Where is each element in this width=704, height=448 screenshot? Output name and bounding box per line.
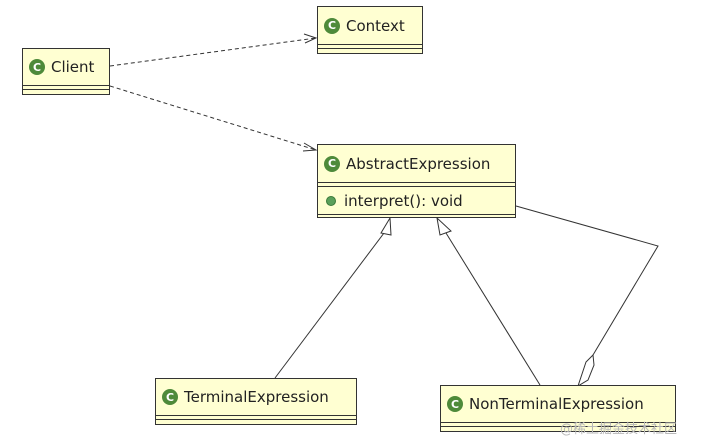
- class-client-header: C Client: [23, 49, 109, 86]
- class-client-name: Client: [51, 58, 95, 76]
- method-interpret[interactable]: interpret(): void: [318, 187, 515, 215]
- dependency-arrowhead-abstract: [302, 142, 318, 152]
- class-context-attributes: [318, 45, 422, 49]
- aggregation-line: [515, 205, 659, 356]
- class-terminal-expression-attributes: [156, 416, 356, 420]
- class-terminal-expression-name: TerminalExpression: [184, 388, 329, 406]
- class-icon: C: [162, 389, 178, 405]
- class-abstract-expression-attributes: [318, 183, 515, 187]
- class-icon: C: [29, 59, 45, 75]
- class-abstract-expression-header: C AbstractExpression: [318, 145, 515, 183]
- class-context-header: C Context: [318, 7, 422, 45]
- class-terminal-expression-header: C TerminalExpression: [156, 379, 356, 416]
- dependency-client-context: [109, 37, 317, 67]
- generalization-terminal: [274, 232, 385, 379]
- aggregation-diamond: [577, 353, 595, 388]
- class-nonterminal-expression[interactable]: C NonTerminalExpression: [440, 385, 676, 432]
- class-nonterminal-expression-name: NonTerminalExpression: [469, 395, 644, 413]
- class-context[interactable]: C Context: [317, 6, 423, 54]
- public-method-icon: [326, 195, 336, 206]
- dependency-arrowhead-context: [303, 33, 318, 44]
- dependency-client-abstract: [109, 85, 317, 151]
- class-context-name: Context: [346, 16, 405, 35]
- class-icon: C: [324, 155, 340, 172]
- class-terminal-expression[interactable]: C TerminalExpression: [155, 378, 357, 425]
- class-client[interactable]: C Client: [22, 48, 110, 95]
- class-context-operations: [318, 49, 422, 52]
- watermark: @稀土掘金技术社区: [560, 422, 678, 437]
- class-nonterminal-expression-attributes: [441, 423, 675, 427]
- class-abstract-expression-name: AbstractExpression: [346, 154, 491, 173]
- class-nonterminal-expression-header: C NonTerminalExpression: [441, 386, 675, 423]
- class-client-operations: [23, 90, 109, 93]
- generalization-arrowhead-nonterminal: [436, 216, 452, 236]
- class-terminal-expression-operations: [156, 420, 356, 423]
- generalization-arrowhead-terminal: [380, 216, 392, 236]
- class-abstract-expression[interactable]: C AbstractExpression interpret(): void: [317, 144, 516, 218]
- class-client-attributes: [23, 86, 109, 90]
- class-icon: C: [324, 17, 340, 34]
- class-icon: C: [447, 396, 463, 412]
- method-interpret-signature: interpret(): void: [344, 191, 463, 210]
- generalization-nonterminal: [445, 232, 541, 386]
